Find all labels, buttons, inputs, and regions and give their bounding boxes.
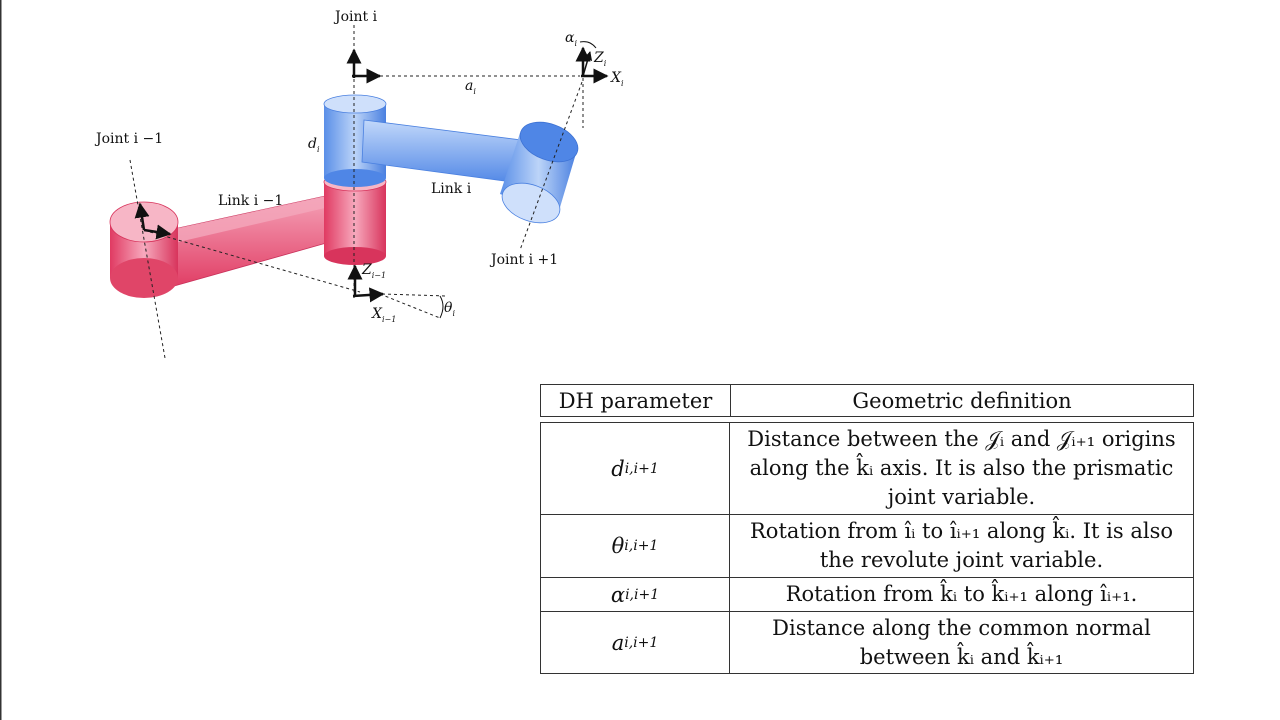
table-header: DH parameter Geometric definition	[540, 384, 1194, 417]
theta-arc	[439, 295, 444, 319]
link-i-minus-1-shape	[109, 172, 387, 298]
alpha-arc	[579, 41, 597, 49]
label-z-i-minus-1: Zi−1	[361, 262, 386, 280]
label-link-i-minus-1: Link i −1	[218, 193, 283, 209]
label-x-i-minus-1: Xi−1	[371, 306, 396, 324]
label-a-i: ai	[465, 78, 476, 96]
label-d-i: di	[308, 136, 320, 154]
label-link-i: Link i	[431, 181, 472, 197]
header-geometric-definition: Geometric definition	[852, 388, 1072, 413]
link-i-shape	[323, 94, 579, 224]
label-z-i: Zi	[593, 50, 607, 68]
frame-arrows	[134, 46, 609, 303]
axis-lines	[129, 25, 584, 359]
label-joint-i-plus-1: Joint i +1	[489, 252, 558, 268]
label-x-i: Xi	[610, 70, 624, 88]
definition-cell: Rotation from îᵢ to îᵢ₊₁ along k̂ᵢ. It i…	[749, 519, 1173, 572]
label-alpha-i: αi	[565, 30, 577, 48]
header-dh-parameter: DH parameter	[541, 385, 731, 416]
left-border	[0, 0, 2, 720]
label-joint-i-minus-1: Joint i −1	[94, 131, 163, 147]
definition-cell: Rotation from k̂ᵢ to k̂ᵢ₊₁ along îᵢ₊₁.	[785, 582, 1138, 606]
definition-cell: Distance between the 𝒥ᵢ and 𝒥ᵢ₊₁ origins…	[747, 427, 1176, 509]
label-joint-i: Joint i	[333, 9, 378, 25]
label-theta-i: θi	[444, 300, 455, 318]
definition-cell: Distance along the common normal between…	[772, 615, 1151, 669]
